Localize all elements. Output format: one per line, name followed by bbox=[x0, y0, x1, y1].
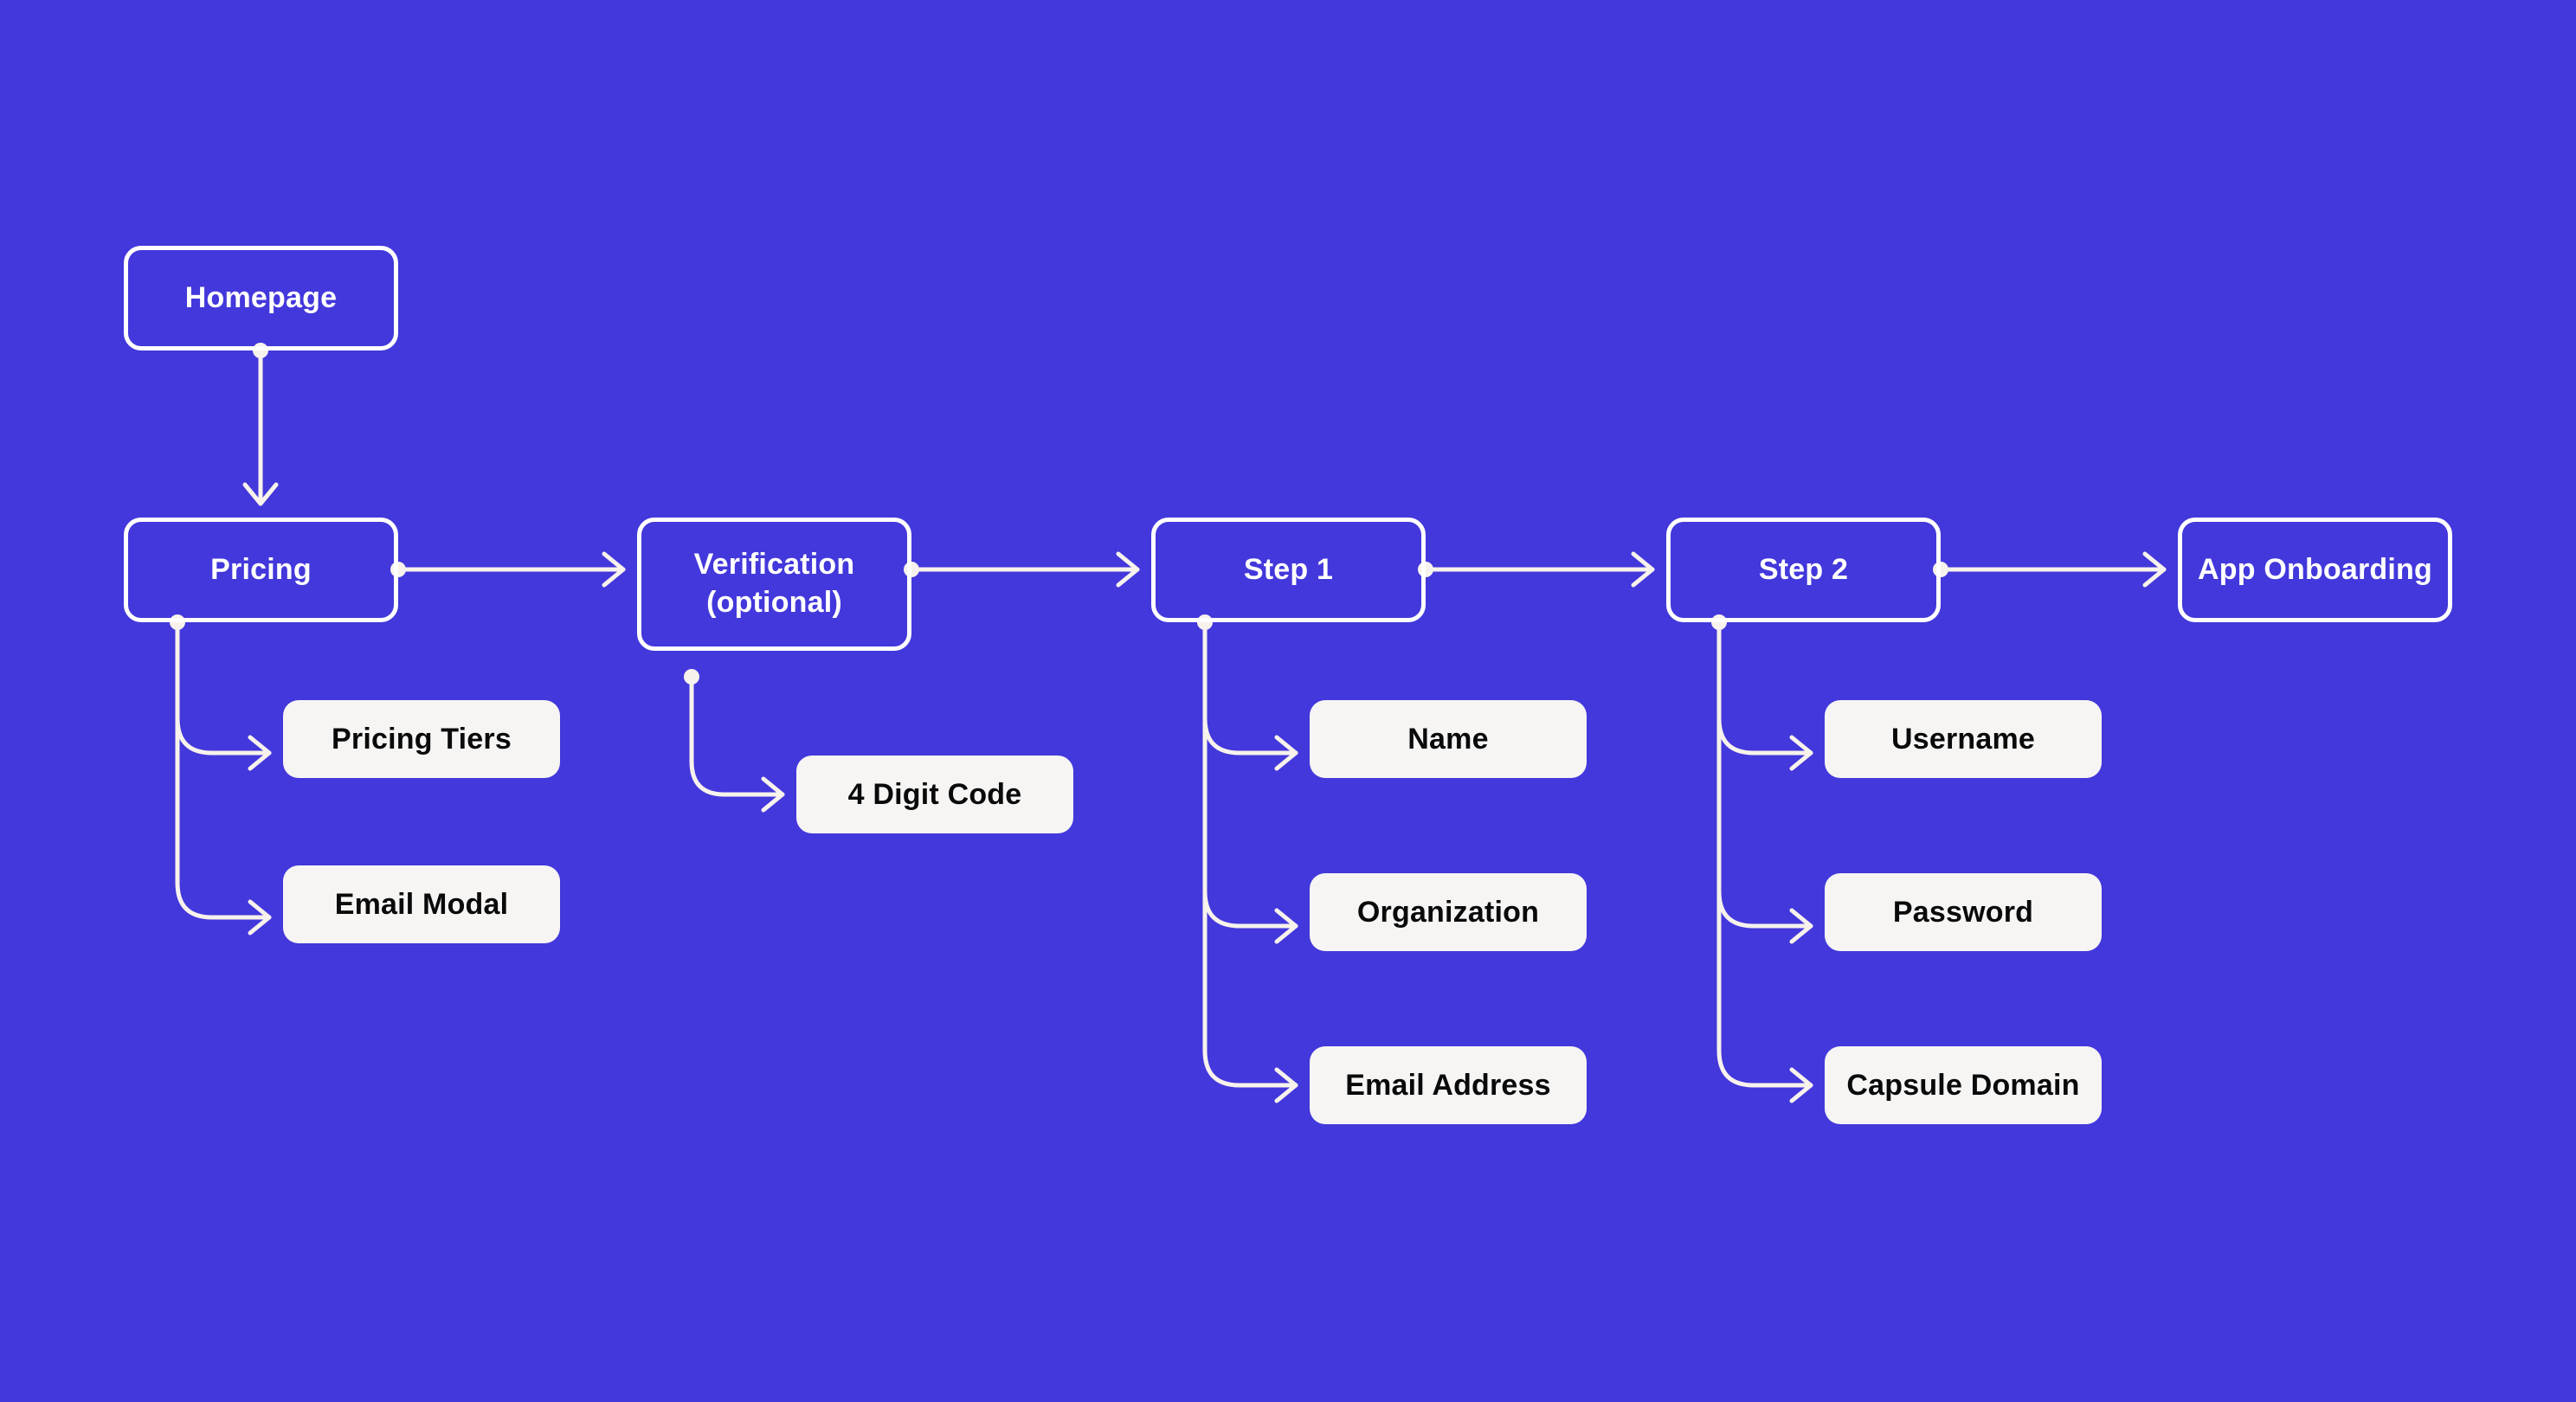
node-email-address[interactable]: Email Address bbox=[1310, 1046, 1587, 1124]
node-capsule-domain-label: Capsule Domain bbox=[1846, 1068, 2080, 1102]
node-step-2[interactable]: Step 2 bbox=[1666, 518, 1941, 622]
connector-step2-to-app-onboarding bbox=[1938, 551, 2167, 588]
node-step-1-label: Step 1 bbox=[1243, 552, 1334, 586]
node-4-digit-code[interactable]: 4 Digit Code bbox=[796, 756, 1073, 833]
node-pricing-label: Pricing bbox=[210, 552, 312, 586]
connector-pricing-branches bbox=[175, 620, 272, 936]
node-password[interactable]: Password bbox=[1825, 873, 2102, 951]
node-capsule-domain[interactable]: Capsule Domain bbox=[1825, 1046, 2102, 1124]
node-email-modal[interactable]: Email Modal bbox=[283, 865, 560, 943]
node-name-label: Name bbox=[1407, 722, 1489, 756]
node-username-label: Username bbox=[1890, 722, 2036, 756]
node-app-onboarding[interactable]: App Onboarding bbox=[2178, 518, 2452, 622]
node-app-onboarding-label: App Onboarding bbox=[2198, 552, 2432, 586]
node-verification[interactable]: Verification (optional) bbox=[637, 518, 911, 651]
node-username[interactable]: Username bbox=[1825, 700, 2102, 778]
node-pricing-tiers-label: Pricing Tiers bbox=[332, 722, 512, 756]
node-name[interactable]: Name bbox=[1310, 700, 1587, 778]
node-pricing-tiers[interactable]: Pricing Tiers bbox=[283, 700, 560, 778]
node-password-label: Password bbox=[1892, 895, 2034, 929]
dot-verification-bottom bbox=[684, 669, 699, 685]
connector-step1-to-step2 bbox=[1423, 551, 1655, 588]
node-verification-label: Verification (optional) bbox=[693, 548, 855, 619]
node-homepage-label: Homepage bbox=[184, 280, 338, 314]
connector-verification-branch bbox=[689, 674, 785, 813]
node-4-digit-code-label: 4 Digit Code bbox=[847, 777, 1022, 811]
connector-step1-branches bbox=[1202, 620, 1298, 1103]
node-email-address-label: Email Address bbox=[1345, 1068, 1551, 1102]
connector-step2-branches bbox=[1716, 620, 1813, 1103]
node-email-modal-label: Email Modal bbox=[334, 887, 509, 921]
node-homepage[interactable]: Homepage bbox=[124, 246, 398, 350]
node-step-2-label: Step 2 bbox=[1758, 552, 1849, 586]
connector-pricing-to-verification bbox=[396, 551, 626, 588]
node-step-1[interactable]: Step 1 bbox=[1151, 518, 1426, 622]
connector-dots bbox=[170, 343, 1948, 685]
connector-verification-to-step1 bbox=[909, 551, 1140, 588]
connector-homepage-to-pricing bbox=[242, 348, 279, 506]
node-organization[interactable]: Organization bbox=[1310, 873, 1587, 951]
node-pricing[interactable]: Pricing bbox=[124, 518, 398, 622]
node-organization-label: Organization bbox=[1356, 895, 1540, 929]
